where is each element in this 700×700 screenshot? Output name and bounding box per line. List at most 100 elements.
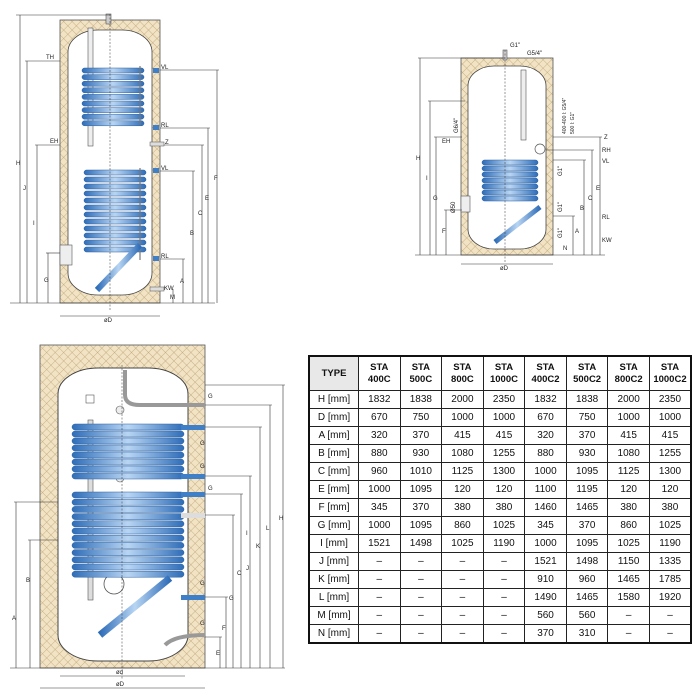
dim-label-I: I: [246, 531, 248, 537]
table-cell: 320: [358, 426, 401, 445]
tank-shell: [467, 65, 547, 250]
label-diameter-50: Ø50: [451, 201, 457, 213]
row-header: C [mm]: [308, 462, 359, 481]
table-cell: –: [482, 570, 526, 589]
table-cell: –: [607, 606, 650, 625]
table-cell: 960: [358, 462, 401, 481]
label-VL-upper: VL: [161, 65, 169, 71]
table-cell: 560: [524, 606, 567, 625]
coil-loop: [71, 556, 185, 564]
table-cell: –: [607, 624, 650, 644]
header-text: TYPE: [321, 367, 347, 379]
table-cell: 1920: [648, 588, 692, 607]
table-cell: –: [399, 624, 443, 644]
dim-label-d: ød: [116, 670, 123, 676]
coil-loop: [71, 506, 185, 513]
lower-coil: [83, 169, 147, 253]
header-text-top: STA: [660, 362, 680, 373]
table-cell: –: [648, 624, 692, 644]
header-text-model: 1000C2: [653, 373, 687, 385]
label-G54: G5/4": [527, 51, 542, 57]
table-cell: 2350: [648, 390, 692, 409]
table-cell: 1095: [399, 516, 443, 535]
table-cell: 1490: [524, 588, 567, 607]
port-label-G-3: G: [200, 464, 205, 470]
dim-label-K: K: [256, 544, 260, 550]
label-Z: Z: [604, 135, 608, 141]
header-text-top: STA: [536, 362, 555, 373]
coil-loop: [481, 159, 539, 166]
table-cell: 415: [441, 426, 484, 445]
table-cell: –: [482, 624, 526, 644]
coil-loop: [83, 225, 147, 232]
coil-loop: [81, 87, 145, 94]
dim-label-J: J: [23, 186, 26, 192]
table-cell: 1010: [399, 462, 443, 481]
label-G1-c: G1": [558, 228, 564, 238]
table-cell: 670: [524, 408, 567, 427]
port-label-G-2: G: [200, 441, 205, 447]
table-cell: 1832: [358, 390, 401, 409]
table-cell: 1465: [565, 588, 609, 607]
table-cell: 1095: [565, 534, 609, 553]
table-cell: 380: [441, 498, 484, 517]
port-label-G-4: G: [208, 486, 213, 492]
dim-label-A: A: [575, 229, 579, 235]
header-text-model: 500C2: [573, 373, 602, 385]
header-text-top: STA: [494, 362, 514, 373]
table-cell: 1025: [482, 516, 526, 535]
table-cell: 1521: [358, 534, 401, 553]
table-cell: 1100: [524, 480, 567, 499]
table-cell: –: [441, 570, 484, 589]
anode-rod: [520, 69, 527, 141]
dim-label-G: G: [229, 596, 234, 602]
table-cell: 1465: [607, 570, 650, 589]
label-Z: Z: [165, 140, 169, 146]
dim-label-D: øD: [104, 318, 113, 324]
label-RL-upper: RL: [161, 123, 169, 129]
tank-diagram-single-coil: G1" G5/4" H I G F G6/4" EH Ø50 400-400 l…: [415, 43, 612, 272]
label-RH: RH: [602, 148, 611, 154]
label-KW: KW: [164, 286, 174, 292]
dim-label-F: F: [442, 229, 446, 235]
upper-coil: [71, 423, 185, 480]
table-cell: 1125: [607, 462, 650, 481]
table-cell: –: [358, 606, 401, 625]
coil-loop: [83, 232, 147, 239]
coil-loop: [71, 472, 185, 480]
dim-label-B: B: [26, 578, 30, 584]
row-header: K [mm]: [308, 570, 359, 589]
dim-label-B: B: [190, 231, 194, 237]
dim-label-G: G: [433, 196, 438, 202]
table-cell: 120: [441, 480, 484, 499]
coil-loop: [83, 176, 147, 183]
table-cell: 880: [358, 444, 401, 463]
table-cell: 560: [565, 606, 609, 625]
label-EH: EH: [50, 139, 58, 145]
table-cell: 370: [565, 516, 609, 535]
return-pipe: [94, 242, 143, 293]
port-label-G-1: G: [208, 394, 213, 400]
dim-label-D: øD: [116, 682, 125, 688]
table-cell: 910: [524, 570, 567, 589]
return-pipe: [493, 205, 542, 244]
table-cell: 1465: [565, 498, 609, 517]
table-cell: 1580: [607, 588, 650, 607]
dim-label-H: H: [416, 156, 420, 162]
table-cell: 120: [607, 480, 650, 499]
table-cell: 1255: [648, 444, 692, 463]
header-text-top: STA: [619, 362, 638, 373]
table-cell: 370: [399, 498, 443, 517]
label-G64: G6/4": [454, 118, 460, 133]
dim-label-C: C: [588, 196, 593, 202]
dim-label-H: H: [16, 161, 20, 167]
label-RL-lower: RL: [161, 254, 169, 260]
table-cell: –: [441, 588, 484, 607]
